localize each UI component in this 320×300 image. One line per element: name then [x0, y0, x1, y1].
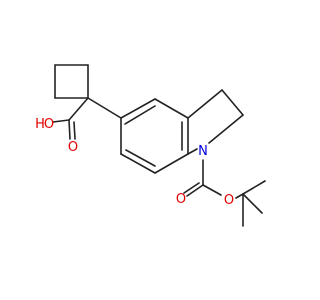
bond — [202, 184, 222, 196]
bond — [154, 98, 189, 119]
bond — [187, 148, 198, 155]
boc-ester-o-label: O — [224, 193, 234, 208]
double-bond — [125, 149, 156, 167]
bond — [221, 89, 244, 116]
indoline-n-label: N — [198, 144, 208, 159]
pyrrolidine-ring — [187, 89, 244, 155]
molecule-structure: H O O N O O — [35, 64, 266, 227]
bond — [154, 153, 189, 174]
bond — [235, 193, 244, 199]
bond — [242, 193, 263, 214]
benzene-ring — [87, 97, 189, 174]
hydroxyl-h-label: H — [35, 117, 45, 132]
acid-carbonyl-o-label: O — [68, 140, 78, 155]
double-bond — [73, 121, 76, 140]
bond — [52, 119, 70, 123]
bond — [186, 184, 204, 197]
bond — [208, 114, 244, 144]
bond — [120, 153, 156, 174]
cyclobutane-ring — [54, 64, 89, 99]
bond — [187, 89, 223, 119]
double-bond — [124, 105, 156, 125]
bond — [68, 97, 89, 121]
boc-carbonyl-o-label: O — [176, 192, 186, 207]
bond — [120, 98, 156, 119]
boc-group — [183, 159, 266, 227]
hydroxyl-o-label: O — [44, 117, 54, 132]
bond — [242, 180, 266, 195]
bond — [87, 97, 122, 119]
double-bond — [68, 119, 71, 140]
double-bond — [183, 182, 200, 194]
carboxylic-acid-group — [52, 97, 89, 140]
